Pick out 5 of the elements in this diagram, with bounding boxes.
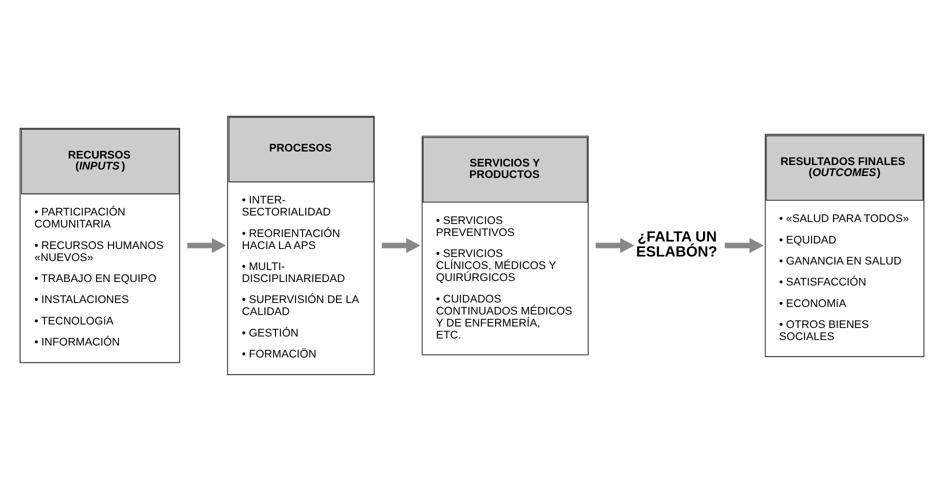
- arrow: [187, 238, 226, 252]
- arrow: [382, 238, 420, 252]
- arrow: [724, 238, 764, 252]
- node-text: ¿FALTA UN ESLABÓN?: [636, 229, 718, 260]
- arrow: [596, 238, 634, 252]
